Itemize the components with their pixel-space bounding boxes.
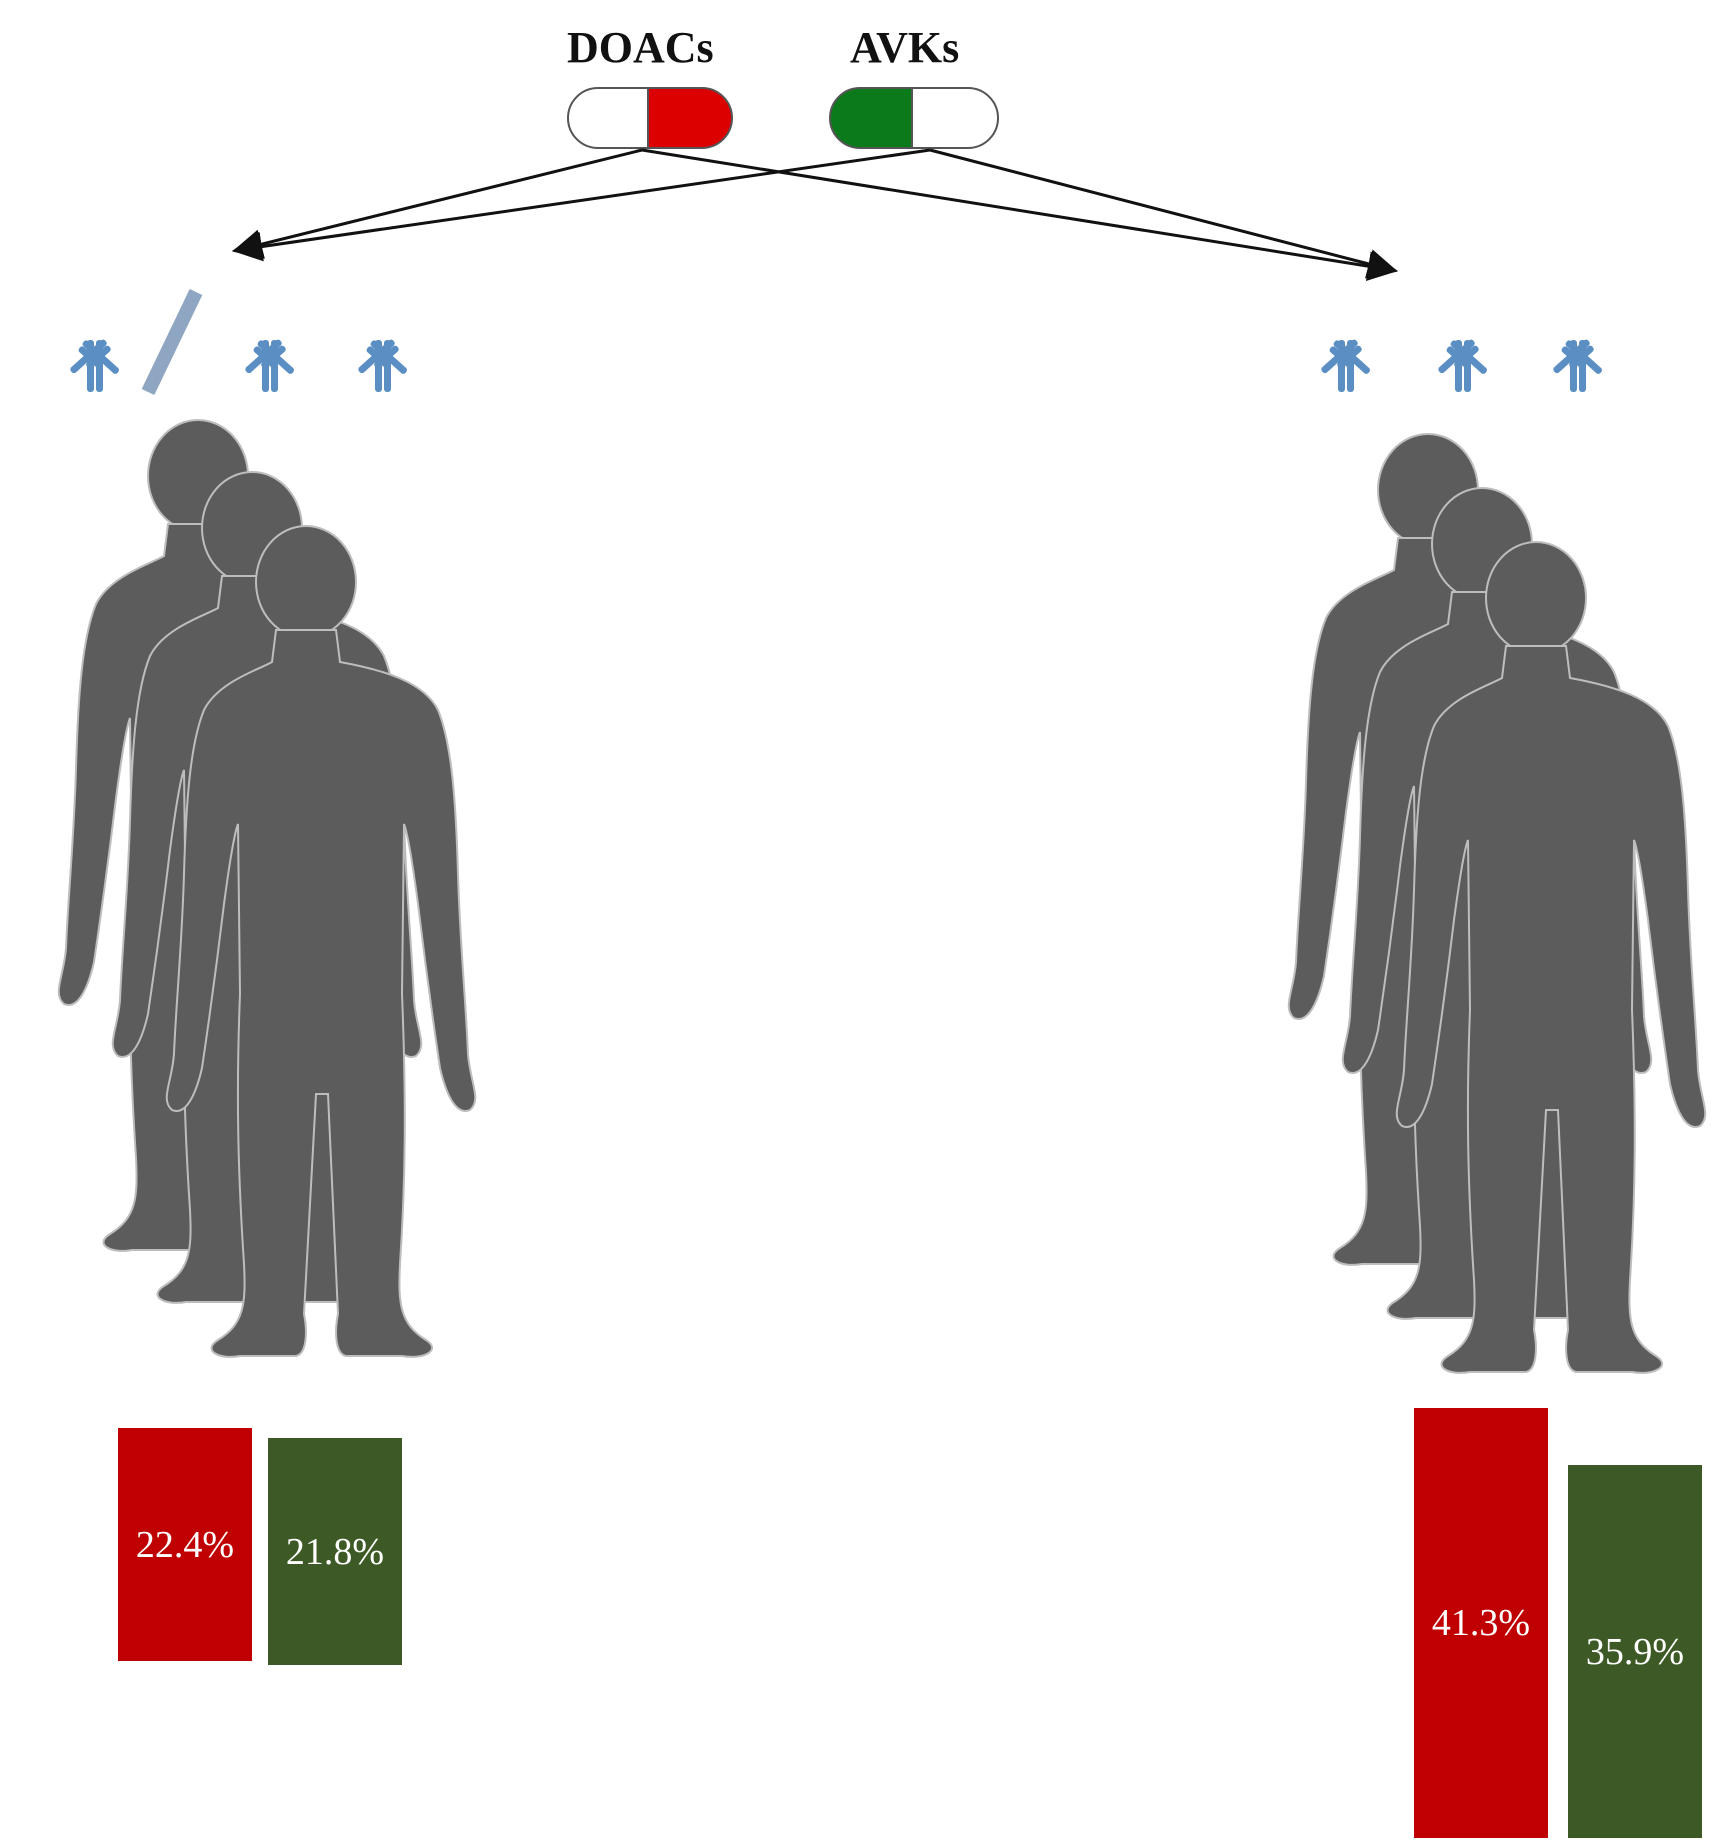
antibody-icon (357, 338, 409, 392)
bar-value-label: 22.4% (135, 1523, 235, 1566)
absence-slash (141, 288, 203, 396)
arrow-doacs-right (641, 148, 1398, 282)
avks-pill (829, 87, 999, 149)
doacs-pill-red-half (647, 87, 733, 149)
antibody-icon (69, 338, 121, 392)
bar-value-label: 21.8% (285, 1530, 385, 1573)
right-antibodies (1320, 338, 1604, 392)
doacs-pill (567, 87, 733, 149)
arrow-doacs-left (232, 148, 643, 259)
bar-group2-avks: 35.9% (1568, 1465, 1702, 1838)
bar-value-label: 35.9% (1585, 1630, 1685, 1673)
arrows (232, 148, 1398, 282)
antibody-icon (1552, 338, 1604, 392)
bar-group1-doacs: 22.4% (118, 1428, 252, 1661)
antibody-icon (244, 338, 296, 392)
left-antibodies (69, 338, 409, 392)
antibody-icon (1320, 338, 1372, 392)
arrow-avks-right (929, 148, 1398, 279)
right-people-group (1287, 433, 1707, 1374)
arrow-avks-left (232, 148, 931, 262)
avks-label: AVKs (850, 23, 960, 72)
bar-group2-doacs: 41.3% (1414, 1408, 1548, 1838)
bar-group1-avks: 21.8% (268, 1438, 402, 1665)
doacs-label: DOACs (567, 23, 714, 72)
avks-pill-green-half (829, 87, 913, 149)
bar-value-label: 41.3% (1431, 1602, 1531, 1644)
antibody-icon (1437, 338, 1489, 392)
left-people-group (57, 419, 477, 1358)
